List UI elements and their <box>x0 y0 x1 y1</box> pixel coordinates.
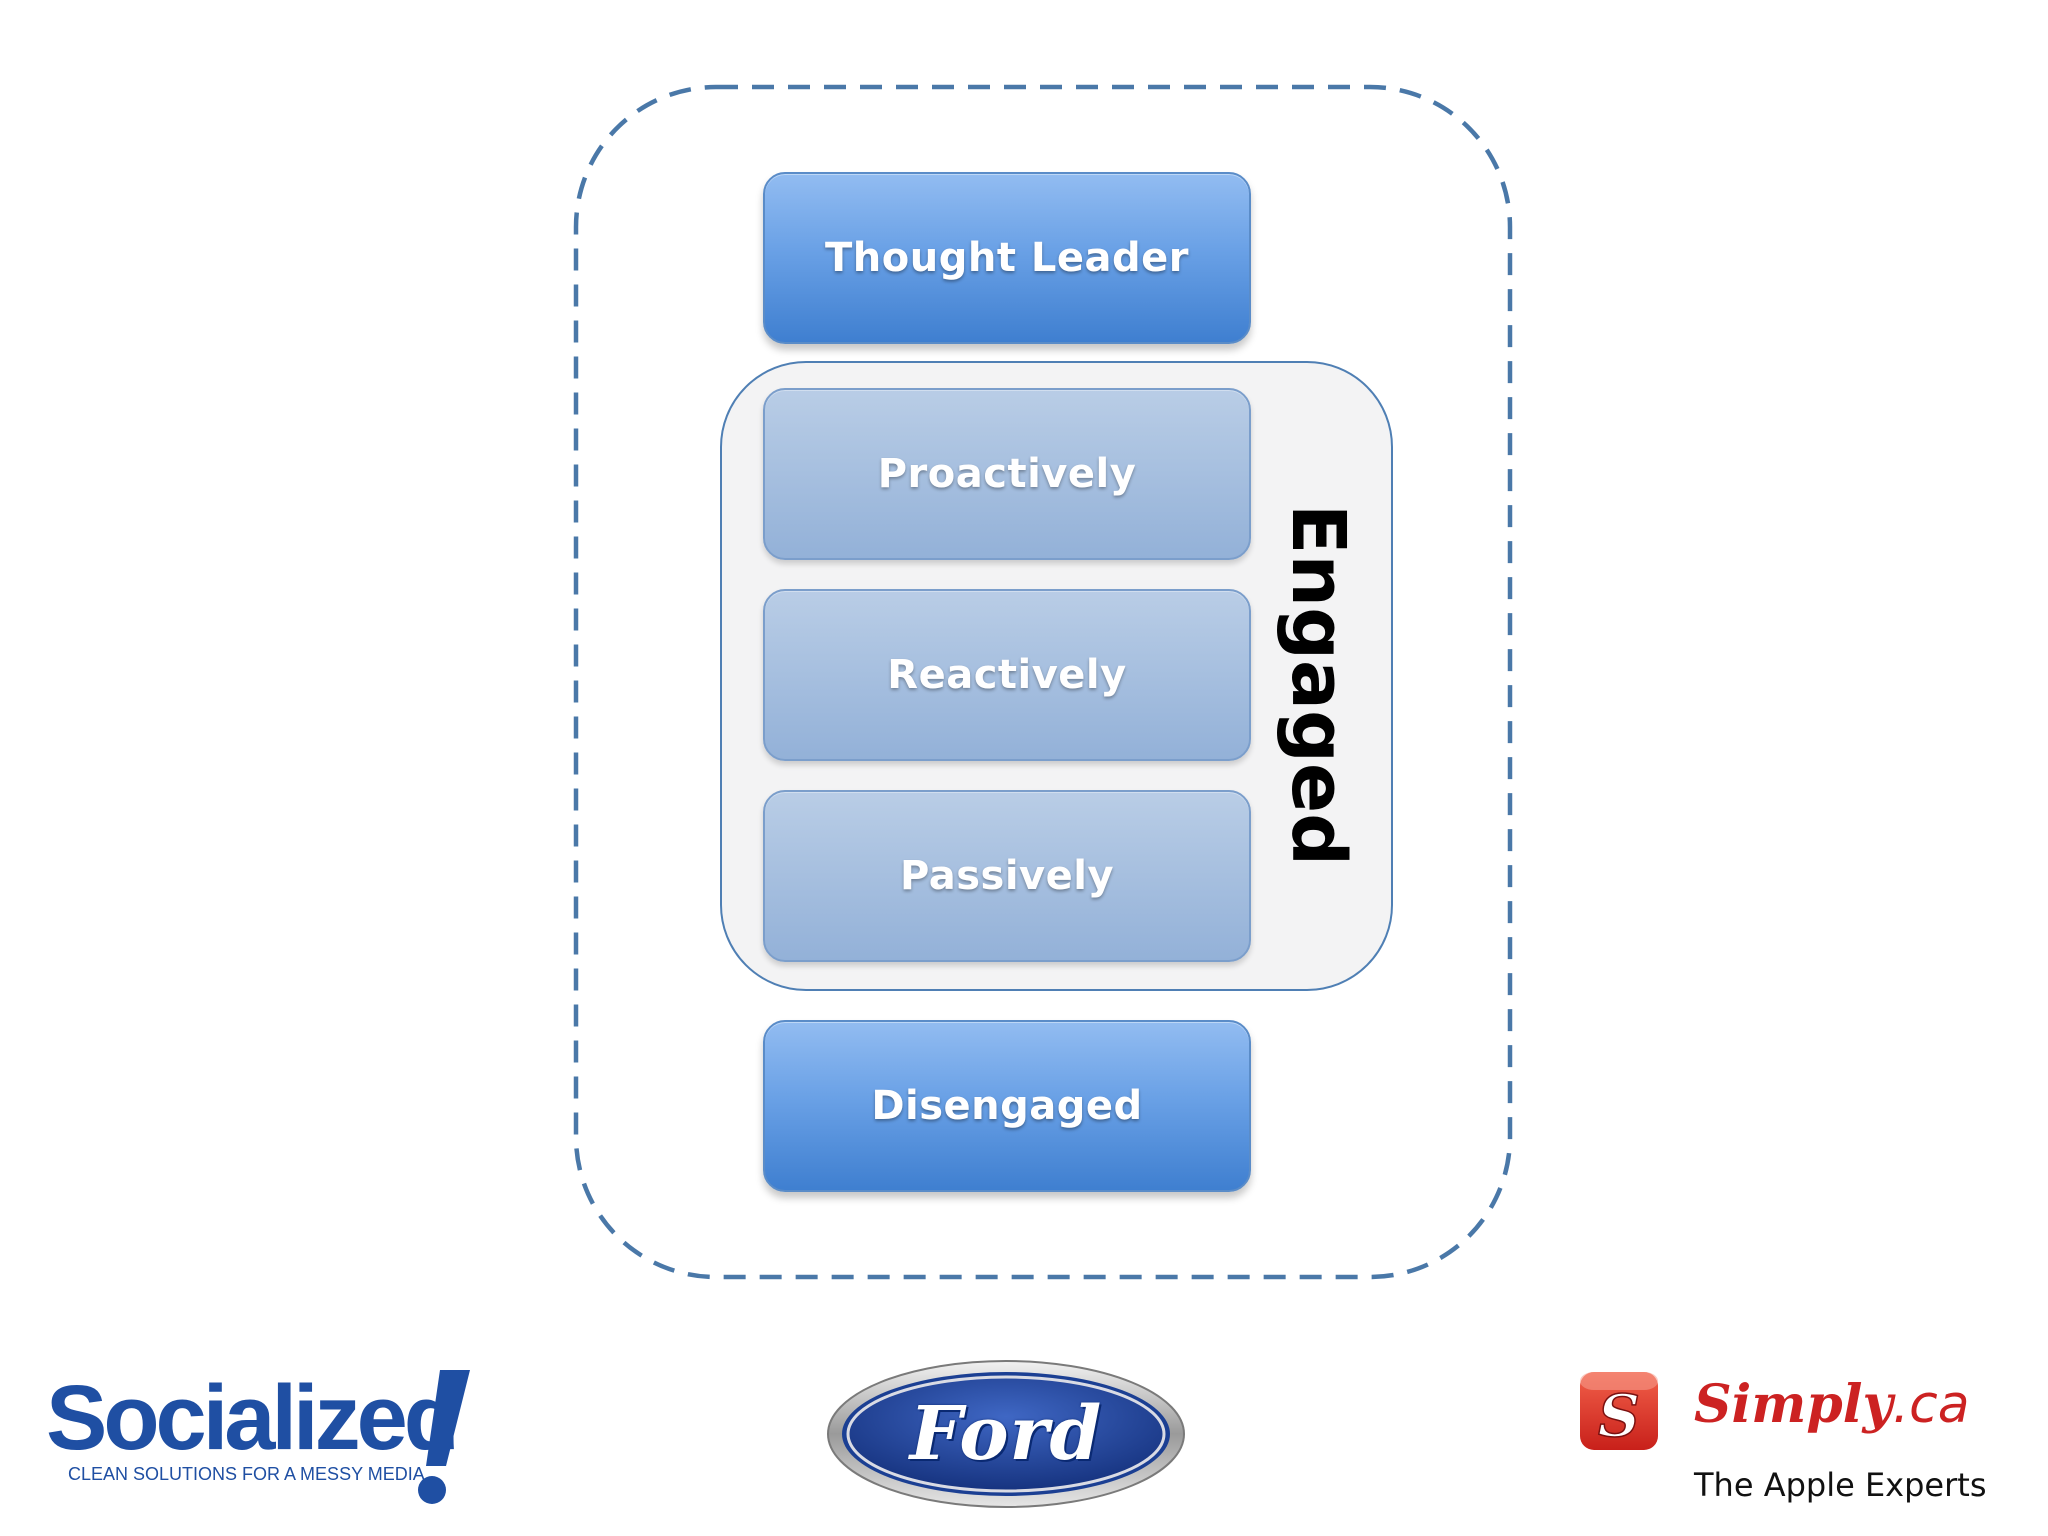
ford-oval-icon <box>827 1360 1185 1508</box>
passively-label: Passively <box>899 853 1115 899</box>
socialized-logo: Socialized CLEAN SOLUTIONS FOR A MESSY M… <box>46 1367 496 1504</box>
simply-name-text: Simply <box>1694 1374 1893 1435</box>
proactively-label: Proactively <box>877 451 1137 497</box>
disengaged-label: Disengaged <box>871 1083 1143 1129</box>
ford-logo: Ford <box>825 1358 1187 1510</box>
exclamation-icon <box>418 1370 470 1504</box>
simply-s-icon: S <box>1580 1372 1658 1451</box>
engaged-label: Engaged <box>1275 503 1361 867</box>
thought-leader-label: Thought Leader <box>825 235 1189 281</box>
simply-wordmark: Simply.ca <box>1694 1374 1970 1435</box>
simply-logo: S Simply.ca The Apple Experts <box>1578 1366 2008 1516</box>
reactively-box: Reactively <box>763 589 1251 761</box>
proactively-box: Proactively <box>763 388 1251 560</box>
engaged-label-container: Engaged <box>1268 504 1368 866</box>
passively-box: Passively <box>763 790 1251 962</box>
simply-suffix: .ca <box>1892 1375 1970 1435</box>
ford-wordmark: Ford <box>909 1391 1103 1477</box>
thought-leader-box: Thought Leader <box>763 172 1251 344</box>
svg-text:S: S <box>1598 1382 1640 1450</box>
reactively-label: Reactively <box>887 652 1127 698</box>
disengaged-box: Disengaged <box>763 1020 1251 1192</box>
simply-tagline: The Apple Experts <box>1694 1466 1987 1504</box>
socialized-wordmark: Socialized <box>46 1367 460 1469</box>
socialized-tagline: CLEAN SOLUTIONS FOR A MESSY MEDIA <box>68 1464 425 1484</box>
